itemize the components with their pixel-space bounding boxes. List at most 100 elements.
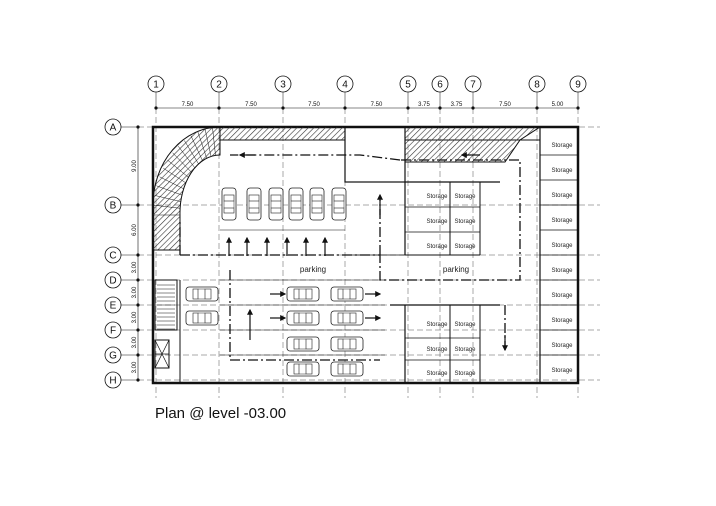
column-spacing-label: 7.50 [371, 102, 383, 108]
row-axis-label: G [109, 351, 117, 362]
row-axis-label: H [109, 376, 116, 387]
row-axis-label: D [109, 276, 116, 287]
storage-label: Storage [551, 243, 573, 249]
row-spacing-label: 3.00 [132, 286, 138, 298]
parking-label: parking [300, 265, 326, 274]
traffic-flow-lines [179, 154, 521, 361]
car [331, 187, 347, 221]
car [309, 187, 325, 221]
ramp-radial-line [167, 159, 189, 178]
row-axis-bubble [104, 196, 122, 214]
ramp-radial-line [190, 135, 203, 162]
ramp-radial-line [212, 127, 216, 156]
ramp-radial-line [172, 152, 192, 173]
column-axis-bubble [569, 75, 587, 93]
car [330, 361, 364, 377]
column-spacing-label: 5.00 [552, 102, 564, 108]
storage-label: Storage [551, 143, 573, 149]
column-spacing-label: 3.75 [451, 102, 463, 108]
storage-label: Storage [551, 193, 573, 199]
storage-label: Storage [454, 347, 476, 353]
storage-label: Storage [426, 219, 448, 225]
ramp-radial-line [204, 129, 212, 157]
storage-label: Storage [551, 318, 573, 324]
storage-label: Storage [454, 371, 476, 377]
row-axis-bubble [104, 296, 122, 314]
row-axis-bubble [104, 346, 122, 364]
column-spacing-label: 7.50 [308, 102, 320, 108]
column-axis-label: 8 [534, 80, 540, 91]
column-axis-label: 2 [216, 80, 222, 91]
row-axis-label: C [109, 251, 116, 262]
car [268, 187, 284, 221]
storage-label: Storage [454, 244, 476, 250]
car [288, 187, 304, 221]
storage-label: Storage [551, 168, 573, 174]
storage-label: Storage [551, 218, 573, 224]
column-axis-bubble [464, 75, 482, 93]
ramp-radial-line [163, 167, 187, 184]
storage-label: Storage [551, 293, 573, 299]
row-axis-bubble [104, 246, 122, 264]
car [246, 187, 262, 221]
column-axis-bubble [274, 75, 292, 93]
row-spacing-label: 6.00 [132, 224, 138, 236]
ramp-radial-line [197, 131, 208, 159]
car [330, 286, 364, 302]
column-axis-label: 9 [575, 80, 581, 91]
row-spacing-label: 3.00 [132, 361, 138, 373]
row-axis-bubble [104, 118, 122, 136]
column-axis-label: 3 [280, 80, 286, 91]
column-axis-bubble [399, 75, 417, 93]
column-axis-bubble [210, 75, 228, 93]
storage-label: Storage [454, 219, 476, 225]
stair-treads [157, 284, 175, 330]
storage-label: Storage [551, 268, 573, 274]
row-axis-bubble [104, 271, 122, 289]
column-spacing-label: 7.50 [182, 102, 194, 108]
ramp-radial-line [159, 176, 185, 190]
ramp-radial-line [153, 204, 181, 209]
storage-label: Storage [454, 322, 476, 328]
storage-label: Storage [426, 244, 448, 250]
parked-cars [185, 187, 364, 377]
row-axis-bubble [104, 371, 122, 389]
storage-label: Storage [426, 322, 448, 328]
storage-label: Storage [426, 371, 448, 377]
column-axis-bubble [431, 75, 449, 93]
row-axis-label: B [110, 201, 117, 212]
column-spacing-label: 7.50 [499, 102, 511, 108]
column-axis-bubble [336, 75, 354, 93]
row-axis-label: A [110, 123, 117, 134]
car [286, 310, 320, 326]
storage-label: Storage [551, 368, 573, 374]
ramps [152, 126, 542, 251]
column-axis-label: 1 [153, 80, 159, 91]
car [330, 336, 364, 352]
car [330, 310, 364, 326]
storage-label: Storage [426, 194, 448, 200]
ramp-radial-line [178, 146, 196, 169]
column-spacing-label: 7.50 [245, 102, 257, 108]
parking-label: parking [443, 265, 469, 274]
row-axis-label: F [110, 326, 116, 337]
column-spacing-label: 3.75 [418, 102, 430, 108]
car [221, 187, 237, 221]
row-axis-bubble [104, 321, 122, 339]
row-spacing-label: 3.00 [132, 336, 138, 348]
car [286, 286, 320, 302]
ramp-radial-line [184, 140, 199, 165]
plan-title: Plan @ level -03.00 [155, 405, 287, 422]
column-axis-label: 5 [405, 80, 411, 91]
column-axis-bubble [147, 75, 165, 93]
column-axis-label: 6 [437, 80, 443, 91]
car [185, 310, 219, 326]
column-axis-label: 7 [470, 80, 476, 91]
storage-label: Storage [426, 347, 448, 353]
car [185, 286, 219, 302]
row-spacing-label: 9.00 [132, 160, 138, 172]
flow-arrows [226, 152, 508, 352]
